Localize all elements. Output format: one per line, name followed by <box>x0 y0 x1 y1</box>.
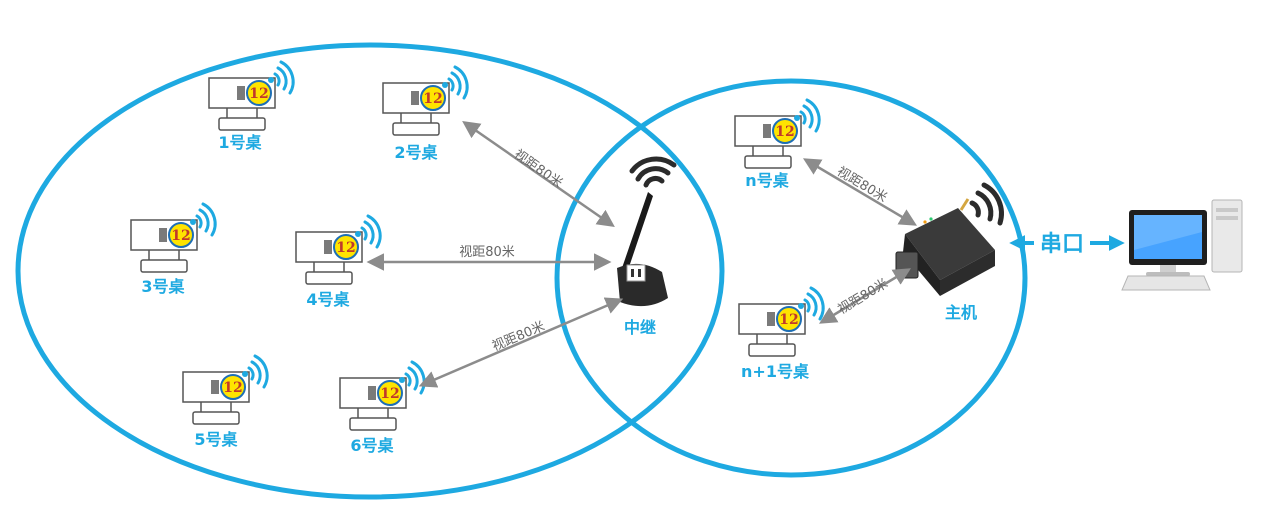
desk-2: 12 <box>383 67 467 135</box>
antenna-repeater-icon <box>617 192 668 306</box>
serial-label: 串口 <box>1040 232 1084 257</box>
desk-5: 12 <box>183 356 267 424</box>
desk-display-number: 12 <box>779 312 798 328</box>
wifi-signal-icon <box>972 185 1001 223</box>
link-distance-label: 视距80米 <box>836 276 891 317</box>
desk-label: 3号桌 <box>141 277 184 296</box>
desk-label: n号桌 <box>745 171 788 190</box>
desk-label: 5号桌 <box>194 430 237 449</box>
desk-4: 12 <box>296 216 380 284</box>
desk-display-number: 12 <box>423 91 442 107</box>
desk-label: 1号桌 <box>218 133 261 152</box>
desk-label: 6号桌 <box>350 436 393 455</box>
desk-label: n+1号桌 <box>741 362 809 381</box>
link-distance-label: 视距80米 <box>490 319 547 355</box>
desk-3: 12 <box>131 204 215 272</box>
repeater-device <box>617 159 674 306</box>
desk-label: 2号桌 <box>394 143 437 162</box>
desk-display-number: 12 <box>171 228 190 244</box>
desk-n: 12 <box>735 100 819 168</box>
link-distance-label: 视距80米 <box>459 245 515 260</box>
desk-display-number: 12 <box>249 86 268 102</box>
desktop-computer-icon <box>1122 200 1242 290</box>
link-distance-label: 视距80米 <box>511 147 565 191</box>
desk-display-number: 12 <box>775 124 794 140</box>
desk-display-number: 12 <box>380 386 399 402</box>
repeater-label: 中继 <box>624 318 656 337</box>
desk-display-number: 12 <box>223 380 242 396</box>
desk-6: 12 <box>340 362 424 430</box>
wifi-signal-icon <box>632 159 674 185</box>
desk-n-plus-1: 12 <box>739 288 823 356</box>
host-device <box>896 185 1001 296</box>
desk-1: 12 <box>209 62 293 130</box>
host-label: 主机 <box>945 303 977 322</box>
desk-label: 4号桌 <box>306 290 349 309</box>
desk-display-number: 12 <box>336 240 355 256</box>
link-distance-label: 视距80米 <box>834 164 889 205</box>
